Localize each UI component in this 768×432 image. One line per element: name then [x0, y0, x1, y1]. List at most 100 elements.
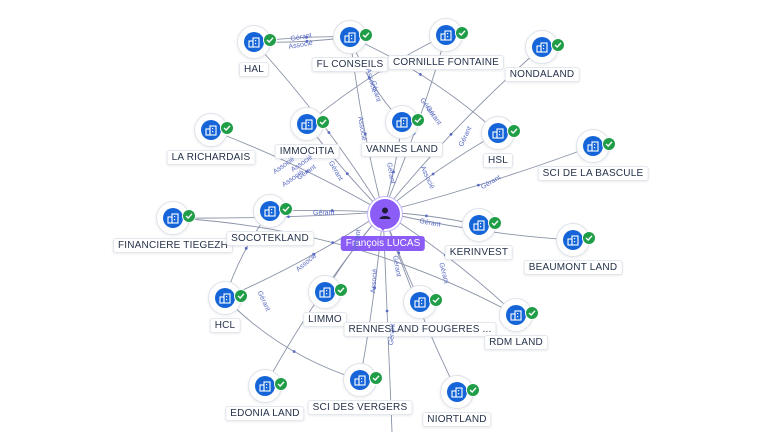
- edge-line: [210, 129, 384, 213]
- check-icon: [279, 202, 293, 216]
- edge-direction-marker: [287, 215, 290, 219]
- company-label: KERINVEST: [444, 245, 514, 260]
- building-icon: [583, 136, 603, 156]
- building-icon: [260, 201, 280, 221]
- company-circle: [462, 208, 496, 242]
- building-icon: [488, 123, 508, 143]
- edge-direction-marker: [363, 132, 367, 136]
- company-circle: [194, 113, 228, 147]
- check-icon: [429, 293, 443, 307]
- edge-line: [349, 36, 499, 134]
- building-icon: [340, 27, 360, 47]
- user-icon: [368, 197, 402, 231]
- edge-direction-marker: [312, 252, 316, 256]
- building-icon: [563, 230, 583, 250]
- company-label: SCI DES VERGERS: [307, 400, 413, 415]
- building-icon: [436, 25, 456, 45]
- check-icon: [602, 137, 616, 151]
- company-label: HCL: [209, 318, 241, 333]
- edge-direction-marker: [449, 132, 453, 136]
- company-label: FL CONSEILS: [311, 57, 389, 72]
- check-icon: [411, 113, 425, 127]
- building-icon: [447, 382, 467, 402]
- check-icon: [263, 33, 277, 47]
- check-icon: [359, 28, 373, 42]
- check-icon: [507, 124, 521, 138]
- company-label: SCI DE LA BASCULE: [537, 166, 649, 181]
- company-label: RENNESLAND FOUGERES ...: [343, 322, 497, 337]
- check-icon: [334, 283, 348, 297]
- edge-direction-marker: [292, 350, 296, 353]
- edge-direction-marker: [385, 309, 389, 313]
- company-label: HSL: [482, 153, 514, 168]
- company-label: LIMMO: [303, 312, 347, 327]
- building-icon: [244, 32, 264, 52]
- building-icon: [410, 292, 430, 312]
- check-icon: [182, 209, 196, 223]
- building-icon: [297, 114, 317, 134]
- company-circle: [429, 18, 463, 52]
- edge-direction-marker: [331, 241, 335, 244]
- company-circle: [333, 20, 367, 54]
- company-label: HAL: [238, 62, 270, 77]
- edge-line: [306, 34, 447, 125]
- check-icon: [234, 289, 248, 303]
- check-icon: [220, 121, 234, 135]
- edge-direction-marker: [418, 72, 422, 76]
- company-label: CORNILLE FONTAINE: [387, 55, 505, 70]
- edge-direction-marker: [431, 172, 435, 176]
- check-icon: [488, 216, 502, 230]
- edge-line: [359, 211, 384, 381]
- edge-direction-marker: [327, 131, 331, 134]
- edge-direction-marker: [345, 172, 349, 176]
- edge-direction-marker: [373, 286, 377, 290]
- building-icon: [392, 112, 412, 132]
- building-icon: [506, 305, 526, 325]
- building-icon: [255, 376, 275, 396]
- edge-direction-marker: [305, 35, 309, 39]
- building-icon: [315, 282, 335, 302]
- company-label: FINANCIERE TIEGEZH: [112, 238, 234, 253]
- edge-line: [382, 46, 543, 213]
- check-icon: [551, 38, 565, 52]
- person-pointer: [379, 226, 387, 231]
- company-label: EDONIA LAND: [225, 406, 305, 421]
- company-label: IMMOCITIA: [274, 144, 340, 159]
- company-label: LA RICHARDAIS: [166, 150, 256, 165]
- building-icon: [201, 120, 221, 140]
- edge-direction-marker: [330, 209, 334, 212]
- edge-direction-marker: [305, 39, 309, 43]
- company-circle: [156, 201, 190, 235]
- edge-label: Gérant: [313, 210, 335, 217]
- company-label: NONDALAND: [504, 67, 580, 82]
- edge-direction-marker: [425, 214, 428, 218]
- company-label: VANNES LAND: [360, 142, 444, 157]
- building-icon: [163, 208, 183, 228]
- edge-direction-marker: [305, 170, 309, 173]
- check-icon: [369, 371, 383, 385]
- building-icon: [350, 370, 370, 390]
- edge-direction-marker: [244, 246, 248, 250]
- edge-line: [224, 211, 384, 299]
- building-icon: [532, 37, 552, 57]
- company-label: NIORTLAND: [422, 412, 492, 427]
- check-icon: [455, 26, 469, 40]
- check-icon: [316, 115, 330, 129]
- company-label: BEAUMONT LAND: [523, 260, 623, 275]
- edge-line: [382, 145, 594, 213]
- edge-line: [306, 123, 384, 213]
- person-name: François LUCAS: [340, 236, 426, 251]
- company-label: RDM LAND: [484, 335, 548, 350]
- building-icon: [469, 215, 489, 235]
- check-icon: [582, 231, 596, 245]
- check-icon: [525, 306, 539, 320]
- check-icon: [274, 377, 288, 391]
- edge-line: [224, 297, 361, 381]
- edge-direction-marker: [476, 183, 480, 187]
- edge-direction-marker: [392, 170, 395, 174]
- building-icon: [215, 288, 235, 308]
- company-label: SOCOTEKLAND: [226, 231, 314, 246]
- company-circle: [253, 194, 287, 228]
- check-icon: [466, 383, 480, 397]
